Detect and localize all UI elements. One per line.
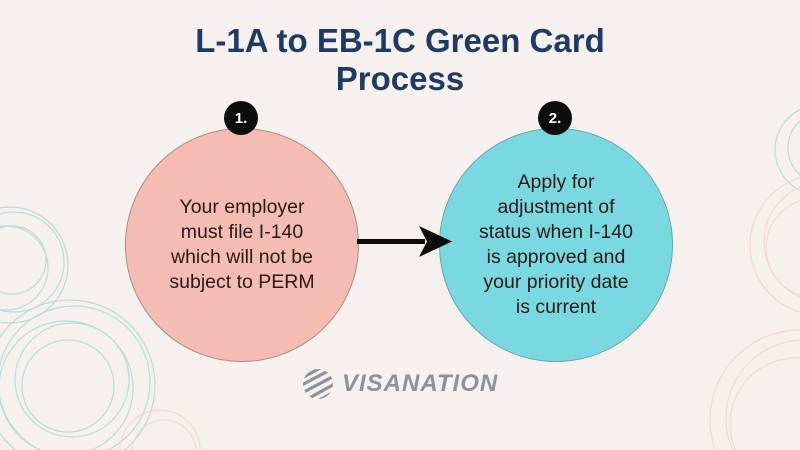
step-1-text: Your employer must file I-140 which will… — [169, 196, 315, 293]
title-line-2: Process — [335, 60, 465, 97]
step-1-circle: Your employer must file I-140 which will… — [125, 128, 359, 362]
globe-stripes-icon — [303, 369, 333, 399]
step-2-text: Apply for adjustment of status when I-14… — [479, 171, 633, 318]
visanation-logo: VISANATION — [302, 368, 498, 400]
step-2-badge: 2. — [538, 101, 572, 135]
step-1-badge: 1. — [224, 101, 258, 135]
step-2-circle: Apply for adjustment of status when I-14… — [439, 128, 673, 362]
title-line-1: L-1A to EB-1C Green Card — [195, 22, 605, 59]
logo-text: VISANATION — [342, 370, 499, 397]
page-title: L-1A to EB-1C Green Card Process — [0, 22, 800, 98]
arrow-right-icon — [357, 226, 452, 257]
